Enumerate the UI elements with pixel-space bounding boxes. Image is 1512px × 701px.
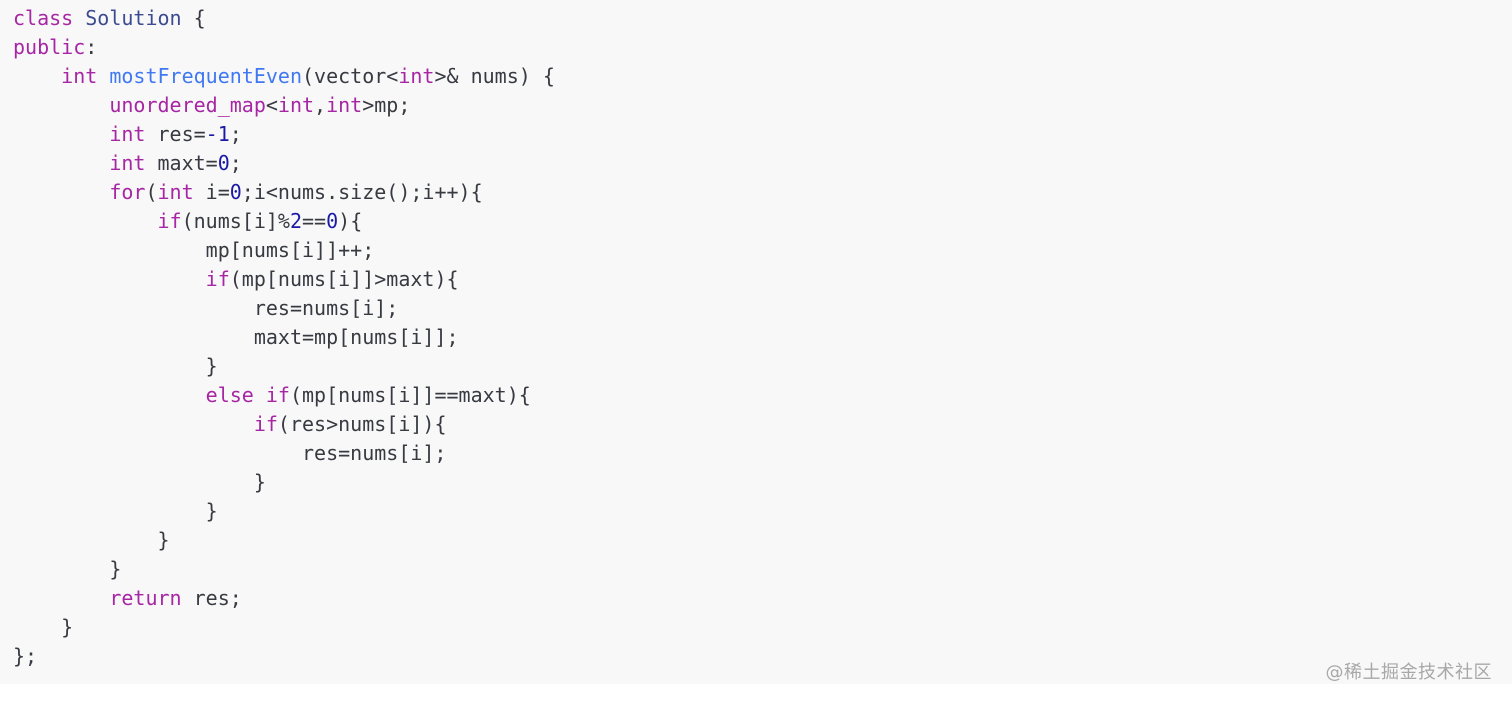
code-line: }: [13, 526, 1512, 555]
code-token: [13, 93, 109, 117]
code-token: (mp[nums[i]]==maxt){: [289, 383, 531, 407]
code-token: ;: [229, 151, 242, 175]
code-token: 0: [229, 180, 242, 204]
code-token: (mp[nums[i]]>maxt){: [229, 267, 459, 291]
code-token: >& nums) {: [434, 64, 555, 88]
code-token: }: [13, 470, 266, 494]
code-token: for: [109, 180, 146, 204]
code-token: <: [265, 93, 278, 117]
code-line: };: [13, 642, 1512, 671]
code-line: unordered_map<int,int>mp;: [13, 91, 1512, 120]
code-token: }: [13, 499, 218, 523]
code-token: [13, 151, 109, 175]
code-line: }: [13, 468, 1512, 497]
code-token: ){: [338, 209, 363, 233]
code-token: class: [13, 6, 74, 30]
code-token: if: [265, 383, 290, 407]
code-line: int maxt=0;: [13, 149, 1512, 178]
code-line: int res=-1;: [13, 120, 1512, 149]
code-token: res;: [181, 586, 242, 610]
code-token: if: [253, 412, 278, 436]
code-token: [73, 6, 85, 30]
code-token: if: [157, 209, 182, 233]
code-token: int: [398, 64, 435, 88]
code-token: (vector<: [302, 64, 399, 88]
code-token: ;i<nums.size();i++){: [241, 180, 483, 204]
code-token: res=nums[i];: [13, 441, 447, 465]
code-line: class Solution {: [13, 4, 1512, 33]
code-line: res=nums[i];: [13, 439, 1512, 468]
code-line: }: [13, 352, 1512, 381]
code-token: (res>nums[i]){: [277, 412, 447, 436]
code-token: :: [85, 35, 98, 59]
code-token: }: [13, 354, 218, 378]
code-token: 0: [326, 209, 339, 233]
code-token: ==: [302, 209, 327, 233]
code-line: if(res>nums[i]){: [13, 410, 1512, 439]
code-line: int mostFrequentEven(vector<int>& nums) …: [13, 62, 1512, 91]
code-token: [254, 383, 266, 407]
code-token: }: [13, 557, 122, 581]
code-token: maxt=: [145, 151, 218, 175]
code-token: >mp;: [362, 93, 411, 117]
code-token: -1: [205, 122, 230, 146]
code-token: unordered_map: [109, 93, 266, 117]
code-token: mp[nums[i]]++;: [13, 238, 375, 262]
code-token: {: [181, 6, 206, 30]
code-token: [13, 412, 254, 436]
code-token: if: [205, 267, 230, 291]
code-line: }: [13, 555, 1512, 584]
code-token: int: [326, 93, 363, 117]
code-token: }: [13, 615, 74, 639]
code-token: int: [109, 122, 146, 146]
code-line: }: [13, 613, 1512, 642]
code-token: else: [205, 383, 254, 407]
code-line: if(nums[i]%2==0){: [13, 207, 1512, 236]
code-token: (: [145, 180, 158, 204]
code-token: [13, 64, 61, 88]
code-token: [13, 209, 158, 233]
code-line: if(mp[nums[i]]>maxt){: [13, 265, 1512, 294]
code-block: class Solution {public: int mostFrequent…: [13, 4, 1512, 671]
code-token: return: [109, 586, 182, 610]
code-token: };: [13, 644, 38, 668]
code-token: [13, 383, 206, 407]
code-line: maxt=mp[nums[i]];: [13, 323, 1512, 352]
code-token: int: [61, 64, 98, 88]
code-line: else if(mp[nums[i]]==maxt){: [13, 381, 1512, 410]
code-token: res=nums[i];: [13, 296, 399, 320]
code-token: Solution: [85, 6, 182, 30]
code-token: (nums[i]%: [181, 209, 290, 233]
code-token: int: [157, 180, 194, 204]
code-line: public:: [13, 33, 1512, 62]
code-token: }: [13, 528, 170, 552]
code-token: [97, 64, 109, 88]
code-line: for(int i=0;i<nums.size();i++){: [13, 178, 1512, 207]
code-token: res=: [145, 122, 206, 146]
code-token: [13, 122, 109, 146]
code-token: public: [13, 35, 86, 59]
code-token: maxt=mp[nums[i]];: [13, 325, 459, 349]
code-listing: class Solution {public: int mostFrequent…: [13, 4, 1512, 671]
code-line: }: [13, 497, 1512, 526]
watermark: @稀土掘金技术社区: [1325, 662, 1492, 683]
code-token: [13, 267, 206, 291]
code-token: 2: [289, 209, 303, 233]
code-token: [13, 180, 109, 204]
code-token: int: [109, 151, 146, 175]
code-token: 0: [217, 151, 230, 175]
code-token: mostFrequentEven: [109, 64, 302, 88]
code-token: int: [277, 93, 315, 117]
code-line: return res;: [13, 584, 1512, 613]
code-token: [13, 586, 109, 610]
code-token: ,: [314, 93, 327, 117]
code-line: res=nums[i];: [13, 294, 1512, 323]
code-line: mp[nums[i]]++;: [13, 236, 1512, 265]
code-token: ;: [229, 122, 242, 146]
code-token: i=: [193, 180, 230, 204]
